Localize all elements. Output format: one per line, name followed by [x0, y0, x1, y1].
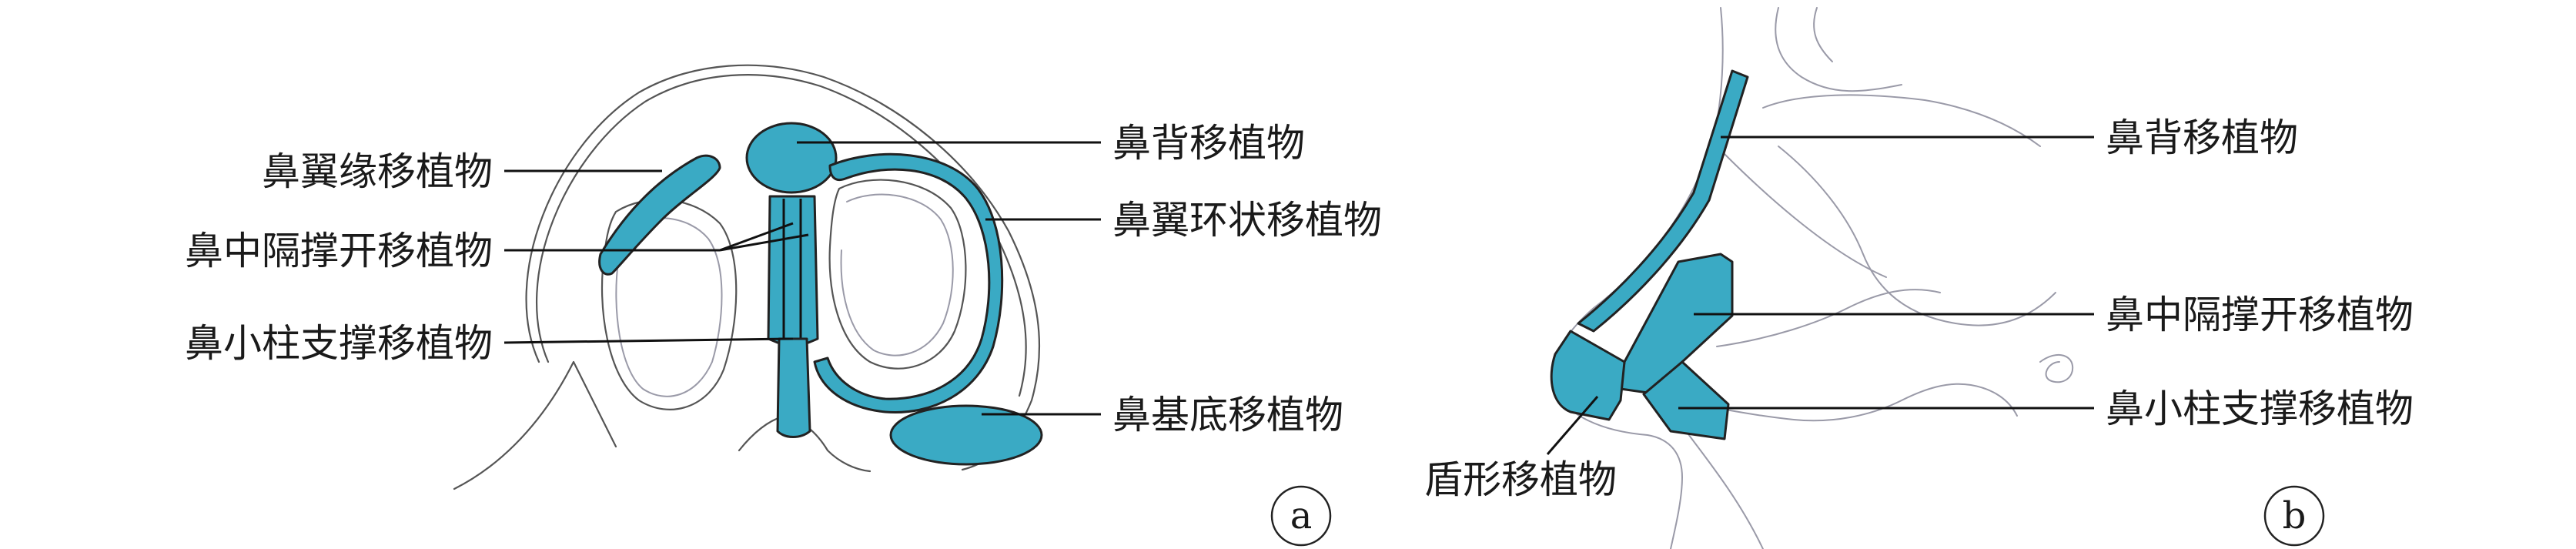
panel-a-letter-circle — [1270, 485, 1332, 547]
panel-a: 鼻翼缘移植物 鼻中隔撑开移植物 鼻小柱支撑移植物 鼻背移植物 鼻翼环状移植物 鼻… — [185, 64, 1382, 547]
spreader-graft — [767, 195, 819, 344]
dorsal-graft-b — [1577, 69, 1749, 333]
alar-ring-graft — [813, 152, 1004, 414]
panel-a-cheek-contour — [453, 360, 617, 490]
dorsal-graft-tip — [745, 122, 838, 194]
panel-b-septum-line — [1724, 153, 1887, 278]
panel-a-nose-outline-inner — [536, 74, 1027, 397]
columellar-strut-graft — [776, 337, 811, 438]
label-b-spreader: 鼻中隔撑开移植物 — [2106, 293, 2414, 337]
panel-a-right-nostril — [828, 179, 967, 370]
panel-b-nostril-outline — [1678, 383, 2018, 422]
columellar-strut-graft-b — [1642, 360, 1730, 440]
panel-b-lip — [1685, 430, 1764, 549]
panel-a-left-nostril-inner — [615, 217, 723, 397]
alar-rim-graft — [598, 154, 721, 276]
panel-a-letter: a — [1290, 494, 1313, 537]
panel-b-letter-circle — [2263, 485, 2325, 547]
panel-b-cheek — [1778, 146, 2056, 326]
label-b-dorsal: 鼻背移植物 — [2106, 115, 2298, 160]
leader-a-spreader-2 — [719, 222, 794, 252]
label-a-alar-ring: 鼻翼环状移植物 — [1112, 198, 1382, 243]
leader-b-shield — [1546, 396, 1599, 455]
label-a-alar-rim: 鼻翼缘移植物 — [262, 149, 493, 194]
panel-b-profile-2 — [1775, 7, 1902, 92]
label-b-shield: 盾形移植物 — [1424, 457, 1617, 502]
panel-b-letter: b — [2283, 494, 2307, 537]
label-a-base: 鼻基底移植物 — [1112, 393, 1343, 437]
panel-a-nose-outline — [525, 64, 1041, 471]
label-a-dorsal: 鼻背移植物 — [1112, 121, 1305, 166]
label-b-columellar-strut: 鼻小柱支撑移植物 — [2106, 387, 2414, 431]
leader-a-columellar — [503, 337, 794, 344]
panel-a-right-nostril-inner — [840, 193, 954, 357]
panel-b-alar-crease — [1716, 289, 1941, 347]
leader-a-spreader-3 — [719, 233, 809, 252]
label-a-columellar-strut: 鼻小柱支撑移植物 — [185, 321, 493, 366]
shield-graft-b — [1550, 330, 1626, 421]
panel-b-brow — [1762, 94, 2041, 147]
panel-b-profile-3 — [1813, 7, 1833, 62]
panel-b-nostril-hook — [2039, 354, 2074, 383]
label-a-spreader: 鼻中隔撑开移植物 — [185, 229, 493, 273]
nasal-base-graft — [889, 404, 1043, 466]
panel-b: 鼻背移植物 鼻中隔撑开移植物 鼻小柱支撑移植物 盾形移植物 b — [1424, 7, 2414, 549]
